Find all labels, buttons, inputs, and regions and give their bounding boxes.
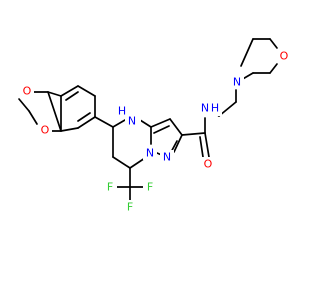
atom-n-bridge: N xyxy=(143,146,157,160)
atom-o1: O xyxy=(20,84,34,98)
atom-f3-label: F xyxy=(147,181,153,194)
atom-f1-label: F xyxy=(127,201,133,214)
atom-nh-ring-h: H xyxy=(118,105,126,118)
atom-labels: O O H N N N N H O N xyxy=(20,49,291,214)
atom-o2: O xyxy=(38,123,52,137)
atom-n-amide: N H xyxy=(198,100,222,116)
bond xyxy=(153,125,170,134)
bond xyxy=(112,156,131,169)
bond xyxy=(18,98,30,112)
atom-n-morpholine-label: N xyxy=(233,76,241,89)
atom-o-morpholine: O xyxy=(277,49,291,63)
atom-n-amide-h: H xyxy=(211,102,219,115)
bond xyxy=(204,132,210,158)
atom-o-morpholine-label: O xyxy=(280,50,289,63)
bond xyxy=(77,116,96,129)
atom-o2-label: O xyxy=(41,124,50,137)
bond xyxy=(112,119,126,128)
bond xyxy=(47,91,62,97)
bond xyxy=(60,85,79,97)
molecule-structure: O O H N N N N H O N xyxy=(18,38,291,214)
atom-o-amide: O xyxy=(201,157,215,171)
atom-n-bridge-label: N xyxy=(146,147,154,160)
atom-n-amide-n: N xyxy=(201,102,209,115)
bond xyxy=(60,127,79,132)
atom-nh-ring: H N xyxy=(118,105,141,128)
bond xyxy=(47,91,62,132)
bond xyxy=(269,63,278,74)
atom-n-pyrazole: N xyxy=(160,150,174,164)
atom-n-morpholine: N xyxy=(230,75,244,89)
atom-o1-label: O xyxy=(23,85,32,98)
bond xyxy=(173,134,183,153)
atom-f2: F xyxy=(103,180,117,194)
atom-n-pyrazole-label: N xyxy=(163,151,171,164)
bond xyxy=(269,38,278,49)
bond xyxy=(77,112,91,122)
bond xyxy=(94,116,114,128)
atom-f1: F xyxy=(123,200,137,214)
bond xyxy=(169,118,183,136)
bond xyxy=(139,119,152,128)
atom-f2-label: F xyxy=(107,181,113,194)
bond xyxy=(199,136,204,158)
bond xyxy=(129,157,146,169)
bond xyxy=(150,118,171,128)
bond xyxy=(77,85,96,97)
atom-f3: F xyxy=(143,180,157,194)
bond xyxy=(181,132,206,136)
atom-o-amide-label: O xyxy=(204,158,213,171)
bond xyxy=(240,38,254,67)
bond xyxy=(65,91,79,101)
bonds xyxy=(18,38,278,201)
bond xyxy=(28,110,38,125)
atom-nh-ring-n: N xyxy=(128,115,136,128)
